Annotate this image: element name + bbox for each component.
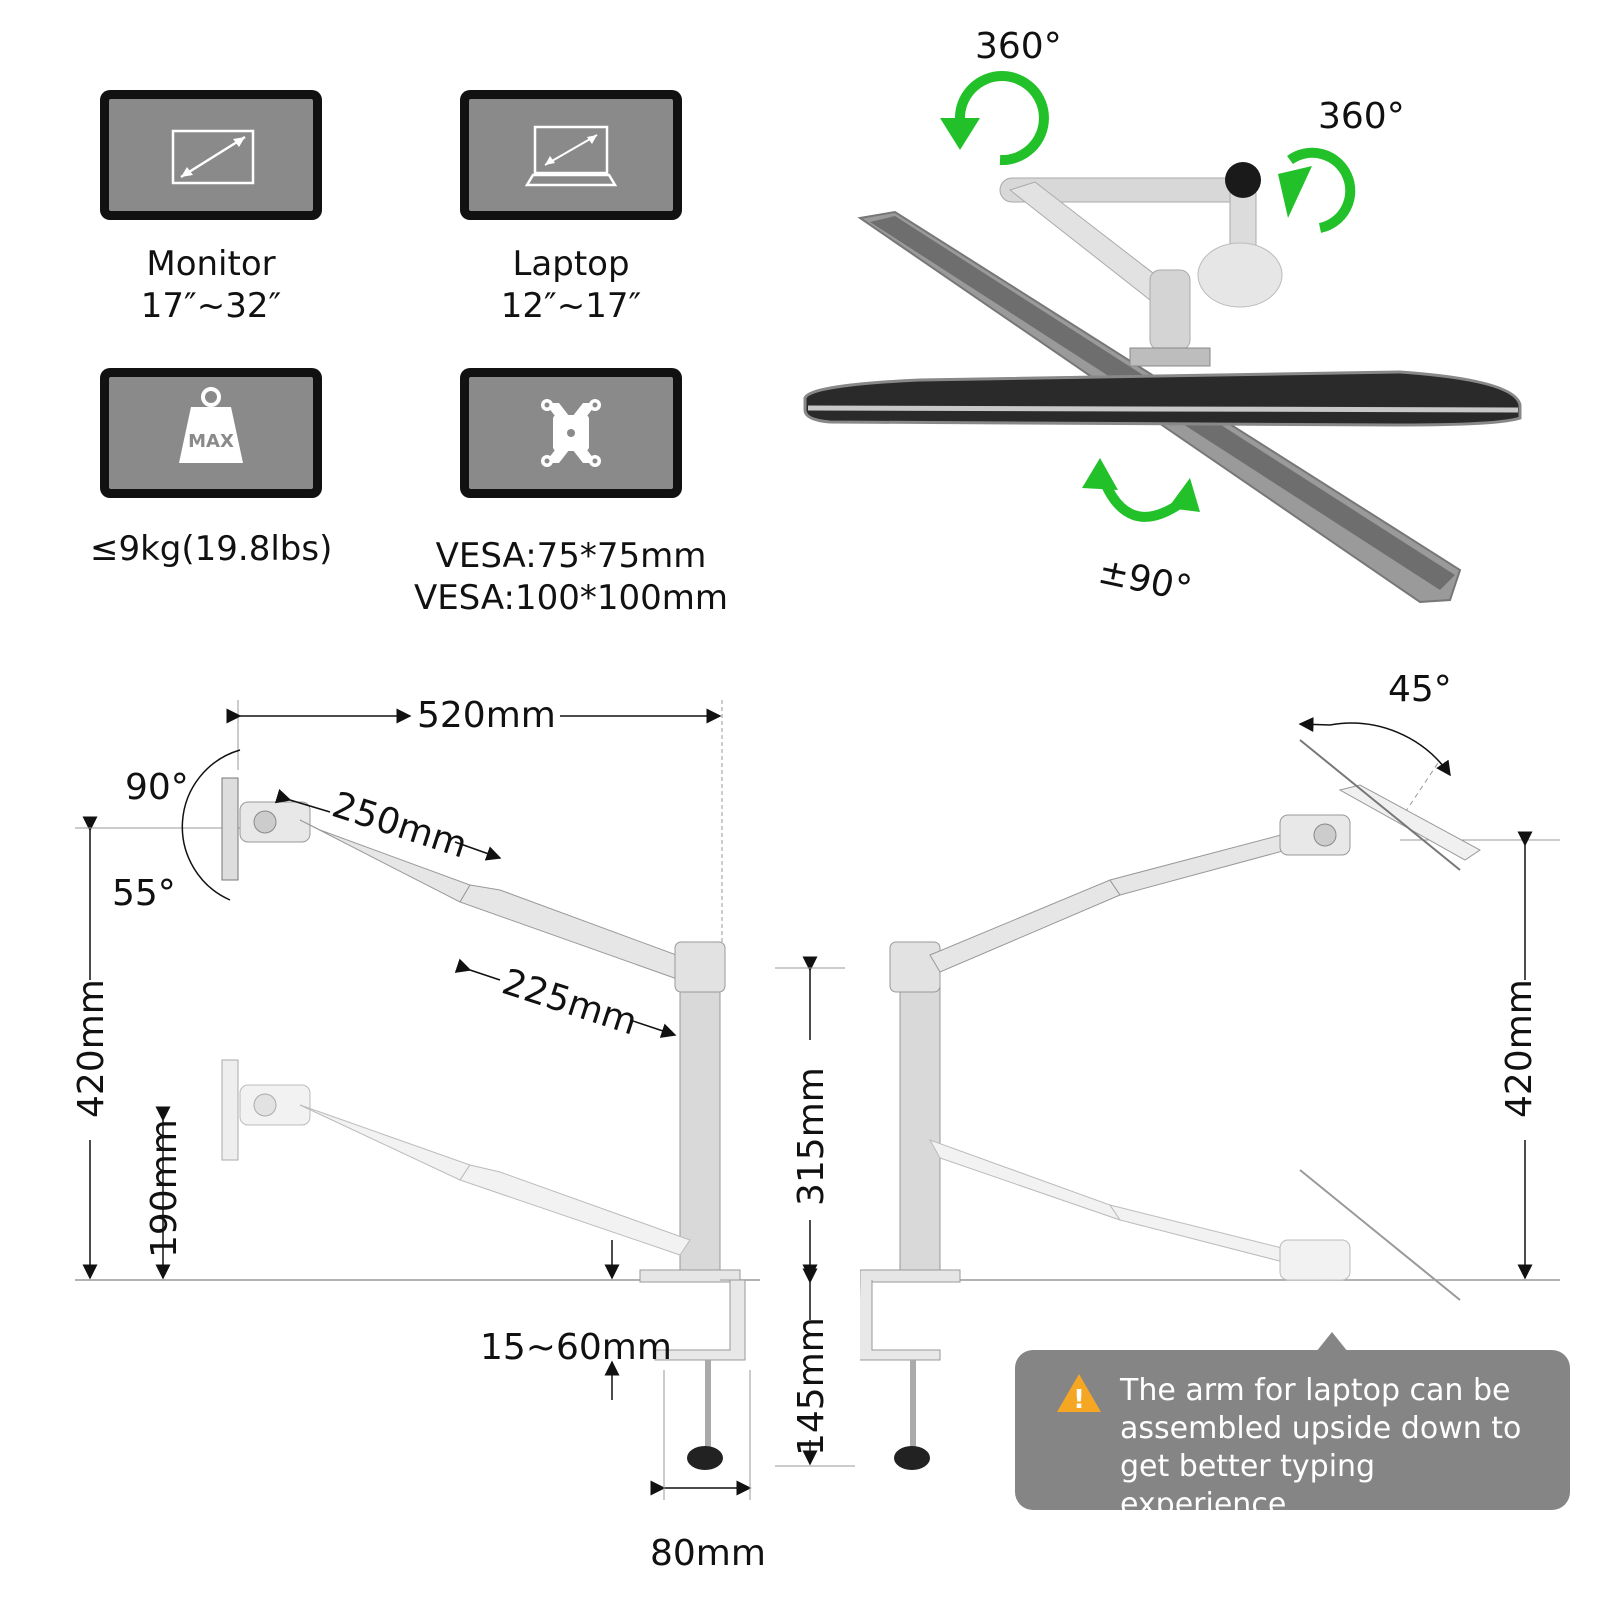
rotate-arrow-head-icon xyxy=(940,118,980,150)
vesa-mount xyxy=(1129,347,1211,367)
left-arm-drawing xyxy=(75,700,855,1500)
rotate-arrow-icon xyxy=(1287,147,1356,233)
rotate-arrow-head-icon xyxy=(1082,458,1118,490)
laptop-size-icon-frame xyxy=(460,90,682,220)
vesa-line1: VESA:75*75mm xyxy=(435,536,707,576)
note-text: The arm for laptop can be assembled upsi… xyxy=(1120,1373,1522,1522)
monitor-spec-label: Monitor 17″~32″ xyxy=(100,243,322,327)
dim-height-right: 420mm xyxy=(1499,979,1540,1118)
rotation-illustration xyxy=(803,71,1522,604)
dim-pole-height: 315mm xyxy=(791,1067,832,1206)
laptop-icon xyxy=(524,125,618,187)
rotate-arrow-icon xyxy=(954,71,1049,166)
weight-spec-label: ≤9kg(19.8lbs) xyxy=(90,528,332,570)
warning-icon: ! xyxy=(1057,1374,1101,1414)
weight-badge: MAX xyxy=(188,431,234,452)
vesa-line2: VESA:100*100mm xyxy=(413,578,729,618)
dim-tilt-up: 90° xyxy=(125,767,189,808)
monitor-title: Monitor xyxy=(146,244,276,284)
dim-total-reach: 520mm xyxy=(417,695,556,736)
rotate-arrow-head-icon xyxy=(1168,478,1200,512)
arm-joint xyxy=(1149,269,1191,351)
weight-value: ≤9kg(19.8lbs) xyxy=(90,529,333,569)
dim-clamp-thickness: 15~60mm xyxy=(480,1327,672,1368)
vesa-spec-label: VESA:75*75mm VESA:100*100mm xyxy=(400,535,742,619)
monitor-size-icon-frame xyxy=(100,90,322,220)
dim-height-lower-arm: 190mm xyxy=(144,1119,185,1258)
weight-icon: MAX xyxy=(179,387,243,463)
note-pointer xyxy=(1316,1332,1348,1352)
diagonal-arrow-icon xyxy=(171,129,255,185)
arm-base-disc xyxy=(1197,242,1283,308)
dim-height-left: 420mm xyxy=(71,979,112,1118)
laptop-range: 12″~17″ xyxy=(500,286,642,326)
rotate-arrow-icon xyxy=(1095,468,1188,522)
dim-clamp-width: 80mm xyxy=(650,1533,766,1574)
monitor-range: 17″~32″ xyxy=(140,286,282,326)
arm-knob xyxy=(1225,162,1261,198)
rotate-arrow-head-icon xyxy=(1278,166,1312,218)
dim-laptop-tilt: 45° xyxy=(1388,669,1452,710)
front-monitor xyxy=(803,370,1522,427)
vesa-icon-frame xyxy=(460,368,682,498)
rotation-label-top-right: 360° xyxy=(1318,96,1405,137)
vesa-plate-icon xyxy=(541,399,601,467)
rotation-label-top-left: 360° xyxy=(975,26,1062,67)
laptop-title: Laptop xyxy=(512,244,630,284)
dim-clamp-height: 145mm xyxy=(791,1317,832,1456)
weight-icon-frame: MAX xyxy=(100,368,322,498)
right-arm-drawing xyxy=(860,716,1560,1470)
laptop-spec-label: Laptop 12″~17″ xyxy=(460,243,682,327)
laptop-arm-note: ! The arm for laptop can be assembled up… xyxy=(1015,1350,1570,1522)
front-monitor-edge xyxy=(807,405,1519,413)
warning-glyph: ! xyxy=(1073,1385,1085,1414)
dim-tilt-down: 55° xyxy=(112,873,176,914)
